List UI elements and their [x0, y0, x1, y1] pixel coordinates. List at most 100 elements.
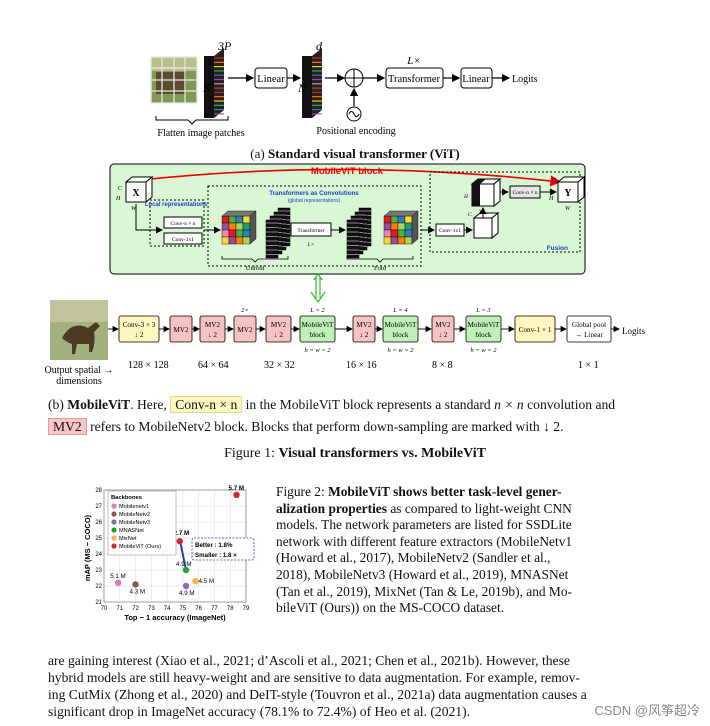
svg-text:W: W [131, 206, 137, 212]
legend-marker-5 [111, 543, 117, 549]
annotation-better: Better : 1.8% [195, 542, 233, 549]
chart-point-label-2: 4.9 M [179, 590, 194, 597]
arch-block-label-9: MobileViT [468, 321, 501, 329]
mv2-highlight: MV2 [48, 418, 87, 435]
chart-point-4 [192, 578, 199, 585]
flatten-patches-label: Flatten image patches [157, 128, 244, 139]
chart-point-label-1: 4.3 M [130, 588, 145, 595]
chart-point-1 [132, 581, 139, 588]
fusion-label: Fusion [547, 245, 568, 252]
svg-text:W: W [565, 206, 571, 212]
y-tick-0: 21 [95, 600, 102, 606]
chart-xlabel: Top − 1 accuracy (ImageNet) [124, 613, 226, 622]
fusion-tensor-lower: C [468, 211, 500, 240]
legend-label-5: MobileViT (Ours) [119, 544, 161, 550]
y-tick-1: 22 [95, 584, 102, 590]
arch-block-top-5: L = 2 [309, 307, 325, 314]
size-128: 128 × 128 [128, 360, 169, 371]
input-tensor-x: X C H W [115, 175, 154, 212]
legend-label-4: MixNet [119, 536, 137, 542]
figure-2-line-4: (Howard et al., 2017), MobileNetv2 (Sand… [276, 550, 551, 566]
dog-photo-thumbnail [50, 300, 108, 360]
tac-title: Transformers as Convolutions [269, 190, 359, 197]
legend-title: Backbones [111, 495, 142, 501]
legend-marker-0 [111, 503, 117, 509]
figure-1-caption: Figure 1: Visual transformers vs. Mobile… [224, 446, 486, 461]
legend-label-2: MobileNetv3 [119, 520, 150, 526]
x-tick-5: 75 [180, 606, 187, 612]
mobilevit-architecture: Output spatial → dimensions Conv-3 × 3↓ … [45, 278, 645, 387]
transformer-label: Transformer [388, 74, 441, 85]
arch-block-label-5: MobileViT [302, 321, 335, 329]
arch-hw-1: h = w = 2 [387, 347, 414, 354]
chart-point-label-0: 5.1 M [110, 573, 125, 580]
figure-2-line-0: Figure 2: MobileViT shows better task-le… [276, 484, 562, 499]
chart-point-6 [233, 491, 240, 498]
dim-n2-label: N [297, 81, 307, 95]
arch-block-label-2: MV2 [205, 321, 221, 329]
vit-diagram: 3P N Linear d N Positional encoding L× T… [150, 39, 538, 139]
chart-point-0 [115, 579, 122, 586]
arch-block-sub-7: block [393, 331, 409, 339]
arch-block-11: Global pool → Linear [566, 315, 612, 343]
logits-label-vit: Logits [512, 74, 538, 85]
arch-block-1: MV2 [169, 315, 193, 343]
watermark: CSDN @风筝超冷 [594, 703, 700, 718]
arch-block-sub-2: ↓ 2 [208, 331, 217, 339]
arch-hw-2: h = w = 2 [470, 347, 497, 354]
arch-block-label-4: MV2 [271, 321, 287, 329]
local-representations-title: Local representations [145, 202, 208, 208]
figure-2-line-6: (Tan et al., 2019), MixNet (Tan & Le, 20… [276, 583, 572, 599]
x-tick-7: 77 [211, 606, 218, 612]
y-tick-6: 27 [95, 504, 102, 510]
arch-block-6: MV2↓ 2 [352, 315, 376, 343]
arch-block-label-11: Global pool [572, 321, 606, 329]
chart-point-5 [176, 538, 183, 545]
linear-label-2: Linear [462, 74, 490, 85]
figure-2-line-3: network with different feature extractor… [276, 533, 573, 549]
fusion-conv-1x1: Conv-1x1 [439, 228, 461, 234]
chart-ylabel: mAP (MS − COCO) [83, 514, 92, 581]
mobilevit-block-diagram: MobileViT block X C H W Local representa… [109, 163, 586, 280]
arch-block-sub-0: ↓ 2 [135, 331, 144, 339]
image-patches-thumbnail [150, 56, 198, 104]
y-tick-5: 26 [95, 520, 102, 526]
svg-text:H: H [548, 196, 554, 202]
arch-block-4: MV2↓ 2 [265, 315, 292, 343]
svg-text:H: H [463, 194, 469, 200]
svg-text:C: C [468, 212, 472, 218]
arch-block-sub-4: ↓ 2 [274, 331, 283, 339]
x-tick-3: 73 [148, 606, 155, 612]
arch-block-label-6: MV2 [356, 321, 372, 329]
arch-block-top-9: L = 3 [475, 307, 491, 314]
x-tick-9: 79 [243, 606, 250, 612]
size-8: 8 × 8 [432, 360, 453, 371]
tac-subtitle: (global representations) [288, 198, 341, 204]
dim-3p-label: 3P [217, 39, 232, 53]
arch-block-top-3: 2× [241, 307, 249, 314]
legend-marker-2 [111, 519, 117, 525]
arch-block-sub-11: → Linear [575, 331, 603, 339]
arch-block-sub-8: ↓ 2 [439, 331, 448, 339]
arch-block-2: MV2↓ 2 [199, 315, 226, 343]
y-tick-3: 24 [95, 552, 102, 558]
local-conv-nxn: Conv-n × n [170, 221, 195, 227]
legend-label-3: MNASNet [119, 528, 144, 534]
size-1: 1 × 1 [578, 360, 599, 371]
caption-b: (b) MobileViT. Here, Conv-n × n in the M… [48, 396, 616, 435]
size-64: 64 × 64 [198, 360, 229, 371]
y-tick-7: 28 [95, 488, 102, 494]
size-32: 32 × 32 [264, 360, 295, 371]
fusion-conv-nxn: Conv-n × n [512, 190, 537, 196]
chart-point-3 [182, 566, 190, 574]
local-representations-box [149, 199, 205, 247]
x-tick-2: 72 [132, 606, 139, 612]
mobilevit-block-title: MobileViT block [311, 166, 384, 177]
x-tick-0: 70 [101, 606, 108, 612]
chart-point-label-5: 2.7 M [174, 530, 189, 537]
embedded-patch-stack [302, 48, 322, 118]
x-tick-6: 76 [195, 606, 202, 612]
